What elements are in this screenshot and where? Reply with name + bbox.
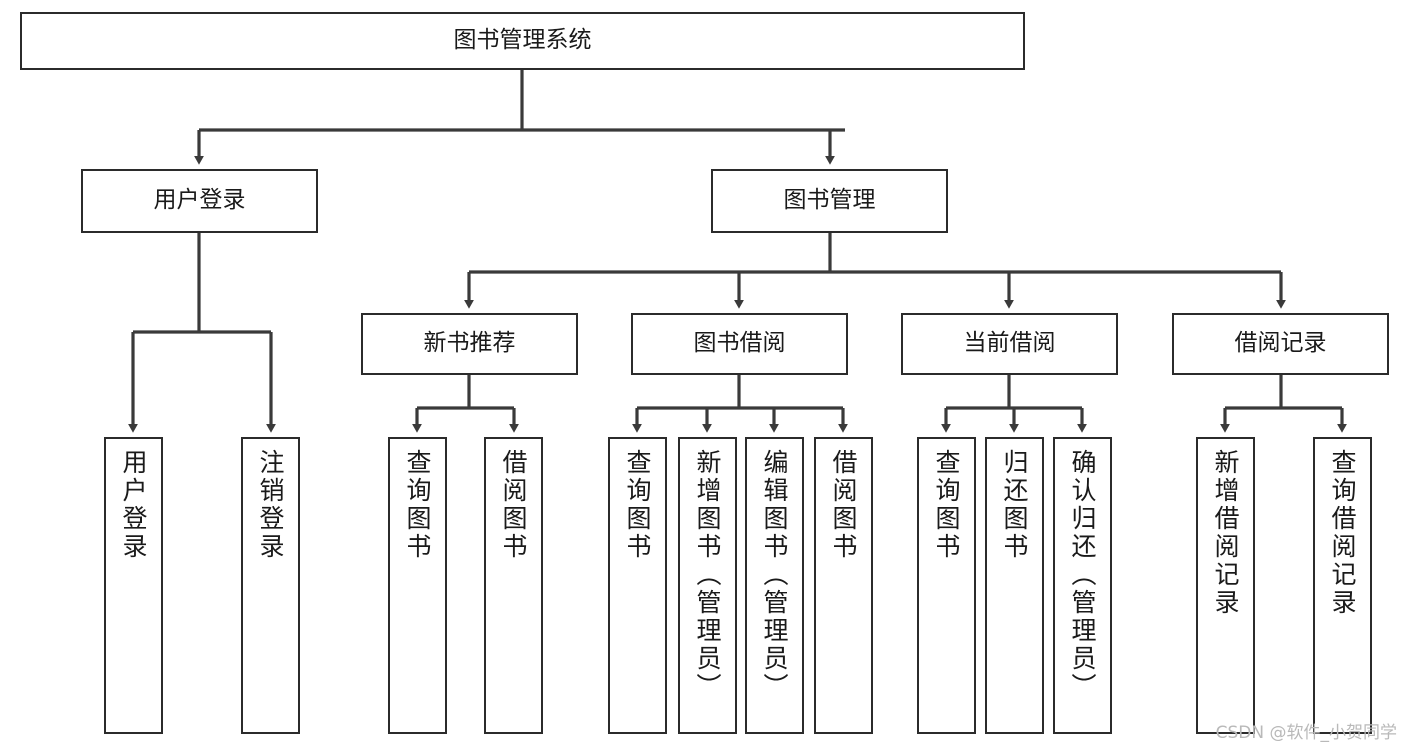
node-user-login-label: 用户登录 — [153, 187, 246, 214]
leaf-node[interactable]: 注销登录 — [241, 437, 300, 734]
leaf-node[interactable]: 查询图书 — [917, 437, 976, 734]
leaf-node[interactable]: 用户登录 — [104, 437, 163, 734]
node-book-borrow-label: 图书借阅 — [693, 330, 786, 357]
leaf-node[interactable]: 查询图书 — [608, 437, 667, 734]
leaf-node[interactable]: 查询借阅记录 — [1313, 437, 1372, 734]
leaf-node[interactable]: 借阅图书 — [814, 437, 873, 734]
node-root-system[interactable]: 图书管理系统 — [20, 12, 1025, 70]
leaf-node-label: 编辑图书（管理员） — [760, 449, 789, 701]
node-book-management[interactable]: 图书管理 — [711, 169, 948, 233]
node-book-management-label: 图书管理 — [783, 187, 876, 214]
node-borrow-record[interactable]: 借阅记录 — [1172, 313, 1389, 375]
node-user-login[interactable]: 用户登录 — [81, 169, 318, 233]
leaf-node-label: 借阅图书 — [829, 449, 858, 561]
leaf-node-label: 查询借阅记录 — [1328, 449, 1357, 617]
leaf-node[interactable]: 新增借阅记录 — [1196, 437, 1255, 734]
leaf-node-label: 新增图书（管理员） — [693, 449, 722, 701]
node-book-borrow[interactable]: 图书借阅 — [631, 313, 848, 375]
leaf-node-label: 查询图书 — [403, 449, 432, 561]
leaf-node[interactable]: 归还图书 — [985, 437, 1044, 734]
node-root-system-label: 图书管理系统 — [453, 27, 592, 54]
leaf-node-label: 查询图书 — [623, 449, 652, 561]
leaf-node-label: 注销登录 — [256, 449, 285, 561]
leaf-node-label: 新增借阅记录 — [1211, 449, 1240, 617]
leaf-node-label: 用户登录 — [119, 449, 148, 561]
leaf-node[interactable]: 确认归还（管理员） — [1053, 437, 1112, 734]
node-new-book-recommend-label: 新书推荐 — [423, 330, 516, 357]
node-new-book-recommend[interactable]: 新书推荐 — [361, 313, 578, 375]
leaf-node-label: 借阅图书 — [499, 449, 528, 561]
leaf-node-label: 归还图书 — [1000, 449, 1029, 561]
leaf-node-label: 确认归还（管理员） — [1068, 449, 1097, 701]
node-current-borrow-label: 当前借阅 — [963, 330, 1056, 357]
leaf-node[interactable]: 查询图书 — [388, 437, 447, 734]
node-current-borrow[interactable]: 当前借阅 — [901, 313, 1118, 375]
node-borrow-record-label: 借阅记录 — [1234, 330, 1327, 357]
leaf-node-label: 查询图书 — [932, 449, 961, 561]
leaf-node[interactable]: 新增图书（管理员） — [678, 437, 737, 734]
leaf-node[interactable]: 编辑图书（管理员） — [745, 437, 804, 734]
leaf-node[interactable]: 借阅图书 — [484, 437, 543, 734]
